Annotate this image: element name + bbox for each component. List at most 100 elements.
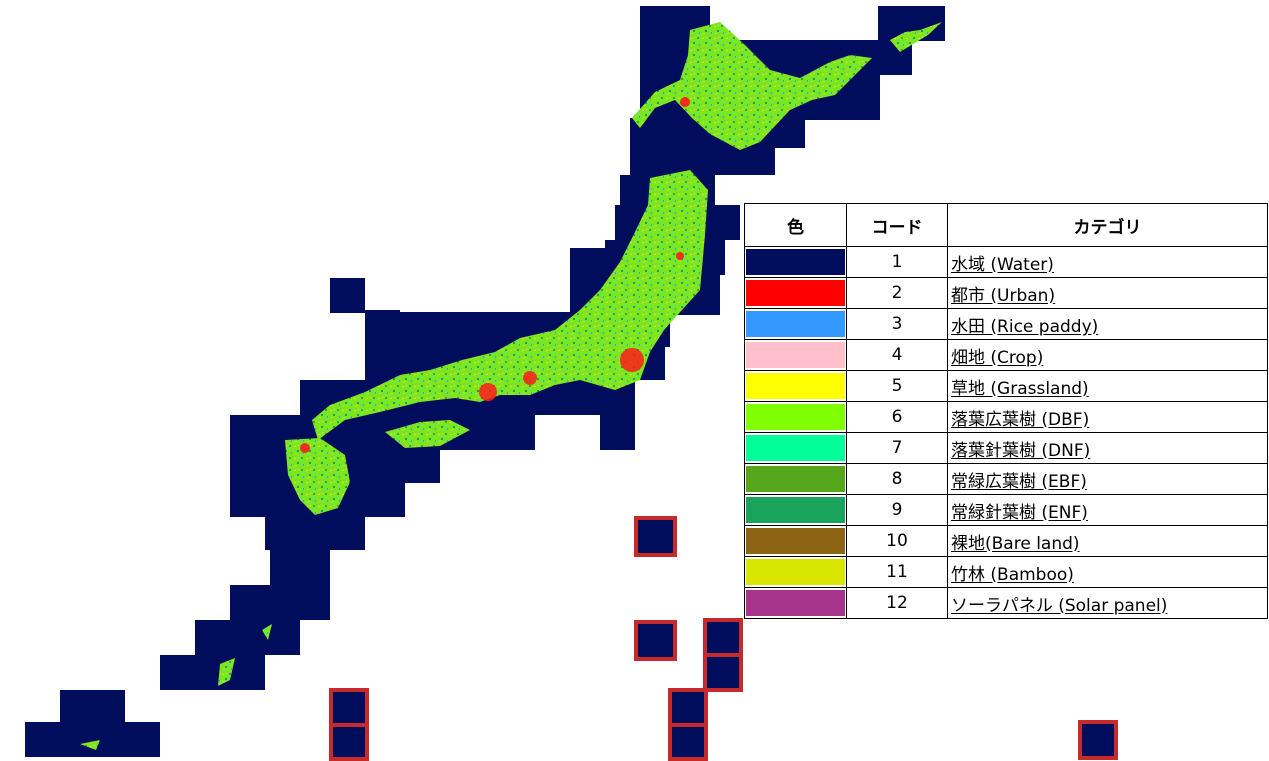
urban-nagoya (523, 371, 537, 385)
code-cell: 3 (846, 308, 948, 340)
shikoku (385, 420, 470, 448)
swatch-fill (746, 249, 845, 275)
highlighted-island-tile (703, 618, 743, 657)
code-cell: 9 (846, 494, 948, 526)
category-cell: 水田 (Rice paddy) (947, 308, 1268, 340)
color-swatch (744, 494, 847, 526)
water-tile (600, 415, 635, 450)
urban-tokyo (620, 348, 644, 372)
urban-sendai (676, 252, 684, 260)
code-cell: 4 (846, 339, 948, 371)
nansei-islands-2 (218, 658, 235, 686)
category-cell: 常緑広葉樹 (EBF) (947, 463, 1268, 495)
water-tile (400, 312, 470, 347)
urban-sapporo (680, 97, 690, 107)
category-cell: 竹林 (Bamboo) (947, 556, 1268, 588)
header-category: カテゴリ (947, 203, 1268, 247)
category-cell: 畑地 (Crop) (947, 339, 1268, 371)
category-cell: 草地 (Grassland) (947, 370, 1268, 402)
land-areas (80, 22, 942, 750)
swatch-fill (746, 559, 845, 585)
category-cell: 水域 (Water) (947, 246, 1268, 278)
code-cell: 2 (846, 277, 948, 309)
color-swatch (744, 339, 847, 371)
code-cell: 5 (846, 370, 948, 402)
color-swatch (744, 401, 847, 433)
code-cell: 11 (846, 556, 948, 588)
water-tile (270, 550, 330, 585)
water-tile (60, 690, 125, 725)
highlighted-island-tile (668, 723, 708, 761)
water-tile (230, 585, 330, 620)
color-swatch (744, 246, 847, 278)
urban-osaka (479, 383, 497, 401)
highlighted-island-tile (1078, 720, 1118, 760)
color-swatch (744, 525, 847, 557)
highlighted-island-tile (703, 653, 743, 692)
color-swatch (744, 277, 847, 309)
code-cell: 12 (846, 587, 948, 619)
swatch-fill (746, 528, 845, 554)
category-cell: 常緑針葉樹 (ENF) (947, 494, 1268, 526)
color-swatch (744, 308, 847, 340)
swatch-fill (746, 280, 845, 306)
header-color: 色 (744, 203, 847, 247)
swatch-fill (746, 466, 845, 492)
northeast-islands (890, 22, 942, 52)
color-swatch (744, 432, 847, 464)
water-tile (195, 620, 300, 655)
water-tile (630, 145, 775, 175)
color-swatch (744, 370, 847, 402)
nansei-islands-1 (262, 624, 272, 640)
swatch-fill (746, 342, 845, 368)
sado-island (605, 283, 620, 294)
water-tile (330, 278, 365, 313)
water-tile (25, 722, 160, 757)
code-cell: 1 (846, 246, 948, 278)
water-tile (160, 655, 265, 690)
code-cell: 7 (846, 432, 948, 464)
color-swatch (744, 463, 847, 495)
color-swatch (744, 587, 847, 619)
highlighted-island-tile (668, 688, 708, 727)
category-cell: 裸地(Bare land) (947, 525, 1268, 557)
highlighted-island-tile (329, 688, 369, 727)
kyushu (285, 438, 350, 515)
highlighted-island-tile (634, 620, 677, 661)
category-cell: 落葉広葉樹 (DBF) (947, 401, 1268, 433)
water-tile (230, 415, 535, 450)
swatch-fill (746, 497, 845, 523)
code-cell: 8 (846, 463, 948, 495)
honshu (312, 170, 708, 440)
legend-header-row: 色 コード カテゴリ (744, 203, 1268, 247)
category-cell: ソーラパネル (Solar panel) (947, 587, 1268, 619)
category-cell: 都市 (Urban) (947, 277, 1268, 309)
swatch-fill (746, 590, 845, 616)
urban-fukuoka (300, 443, 310, 453)
swatch-fill (746, 435, 845, 461)
highlighted-island-tile (329, 723, 369, 761)
color-swatch (744, 556, 847, 588)
header-code: コード (846, 203, 948, 247)
ryukyu-islands (80, 740, 100, 750)
code-cell: 10 (846, 525, 948, 557)
water-tile (365, 310, 400, 345)
hokkaido (632, 22, 872, 150)
swatch-fill (746, 311, 845, 337)
water-tile (265, 515, 365, 550)
swatch-fill (746, 404, 845, 430)
